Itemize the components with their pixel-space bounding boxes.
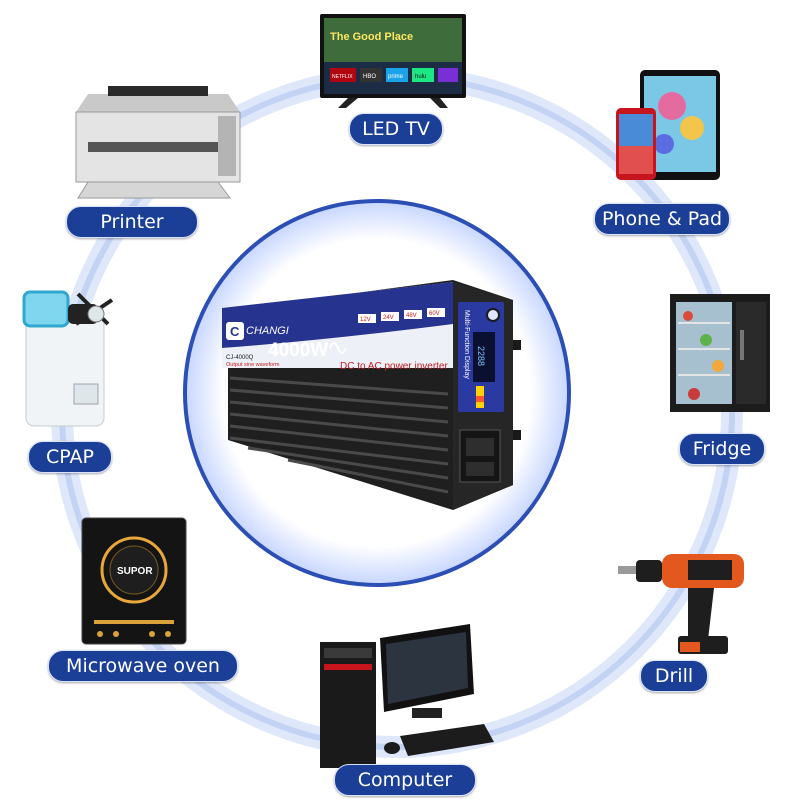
model-number: CJ-4000Q <box>226 355 254 361</box>
power-switch-icon <box>486 308 500 322</box>
ac-outlet-icon <box>466 438 494 456</box>
tv-show-title: The Good Place <box>330 31 413 43</box>
svg-text:NETFLIX: NETFLIX <box>332 74 353 80</box>
panel-title: Multi-Function Display <box>463 310 470 379</box>
indicator-60v: 60V <box>429 311 440 317</box>
label-printer: Printer <box>66 206 198 238</box>
inverter-caption: DC to AC power inverter <box>340 361 448 372</box>
indicator-24v: 24V <box>383 315 394 321</box>
indicator-48v: 48V <box>406 313 417 319</box>
computer-image <box>320 624 494 768</box>
display-readout: 2288 <box>476 346 486 366</box>
svg-text:hulu: hulu <box>415 74 426 80</box>
label-drill: Drill <box>640 660 708 692</box>
printer-image <box>75 86 241 199</box>
label-led-tv: LED TV <box>349 113 443 145</box>
label-phone-pad: Phone & Pad <box>594 203 730 235</box>
usb-port-icon <box>466 462 494 476</box>
sine-wave-icon <box>329 342 347 354</box>
fridge-image <box>670 294 770 412</box>
wave-note: Output sine waveform <box>226 362 280 368</box>
brand-name: CHANGI <box>246 325 289 337</box>
label-microwave-oven: Microwave oven <box>48 650 238 682</box>
power-inverter-image: 2288 Multi-Function Display C CHANGI 400… <box>222 280 521 510</box>
power-rating: 4000W <box>268 340 328 361</box>
cpap-image <box>22 290 114 427</box>
label-cpap: CPAP <box>28 441 112 473</box>
svg-text:prime: prime <box>388 74 404 80</box>
svg-text:HBO: HBO <box>363 74 376 80</box>
indicator-12v: 12V <box>360 317 371 323</box>
cooktop-image: SUPOR <box>81 517 187 645</box>
led-tv-image: The Good Place NETFLIX HBO prime hulu <box>320 14 466 108</box>
drill-image <box>618 554 744 654</box>
svg-text:C: C <box>230 324 240 339</box>
cooktop-brand: SUPOR <box>117 566 153 577</box>
phone-pad-image <box>616 70 720 180</box>
label-fridge: Fridge <box>679 433 765 465</box>
label-computer: Computer <box>334 764 476 796</box>
